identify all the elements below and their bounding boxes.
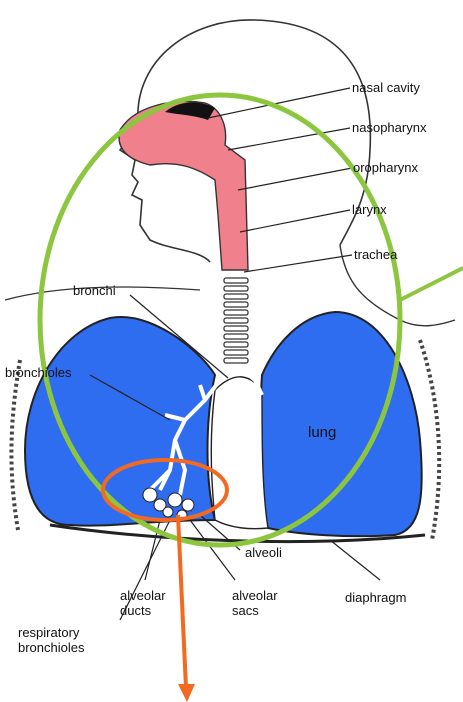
label-alveolar-ducts-line1: alveolar bbox=[120, 588, 166, 603]
label-alveolar-sacs-line1: alveolar bbox=[232, 588, 278, 603]
label-respiratory-bronchioles-line1: respiratory bbox=[18, 625, 85, 640]
label-lung: lung bbox=[308, 425, 336, 440]
label-alveoli: alveoli bbox=[245, 545, 282, 560]
label-alveolar-ducts: alveolar ducts bbox=[120, 588, 166, 618]
trachea-rings bbox=[224, 278, 248, 363]
label-alveolar-sacs: alveolar sacs bbox=[232, 588, 278, 618]
green-pointer-line bbox=[400, 268, 463, 300]
label-bronchioles: bronchioles bbox=[5, 365, 72, 380]
label-respiratory-bronchioles: respiratory bronchioles bbox=[18, 625, 85, 655]
label-bronchi: bronchi bbox=[73, 283, 116, 298]
label-nasal-cavity: nasal cavity bbox=[352, 80, 420, 95]
label-trachea: trachea bbox=[354, 247, 397, 262]
upper-airway bbox=[119, 101, 248, 270]
label-diaphragm: diaphragm bbox=[345, 590, 406, 605]
label-oropharynx: oropharynx bbox=[353, 160, 418, 175]
label-alveolar-sacs-line2: sacs bbox=[232, 603, 278, 618]
label-larynx: larynx bbox=[352, 202, 387, 217]
left-rib-edge bbox=[11, 360, 20, 530]
orange-arrow-head bbox=[178, 684, 195, 702]
label-respiratory-bronchioles-line2: bronchioles bbox=[18, 640, 85, 655]
label-alveolar-ducts-line2: ducts bbox=[120, 603, 166, 618]
right-rib-edge bbox=[420, 340, 439, 540]
label-nasopharynx: nasopharynx bbox=[352, 120, 426, 135]
